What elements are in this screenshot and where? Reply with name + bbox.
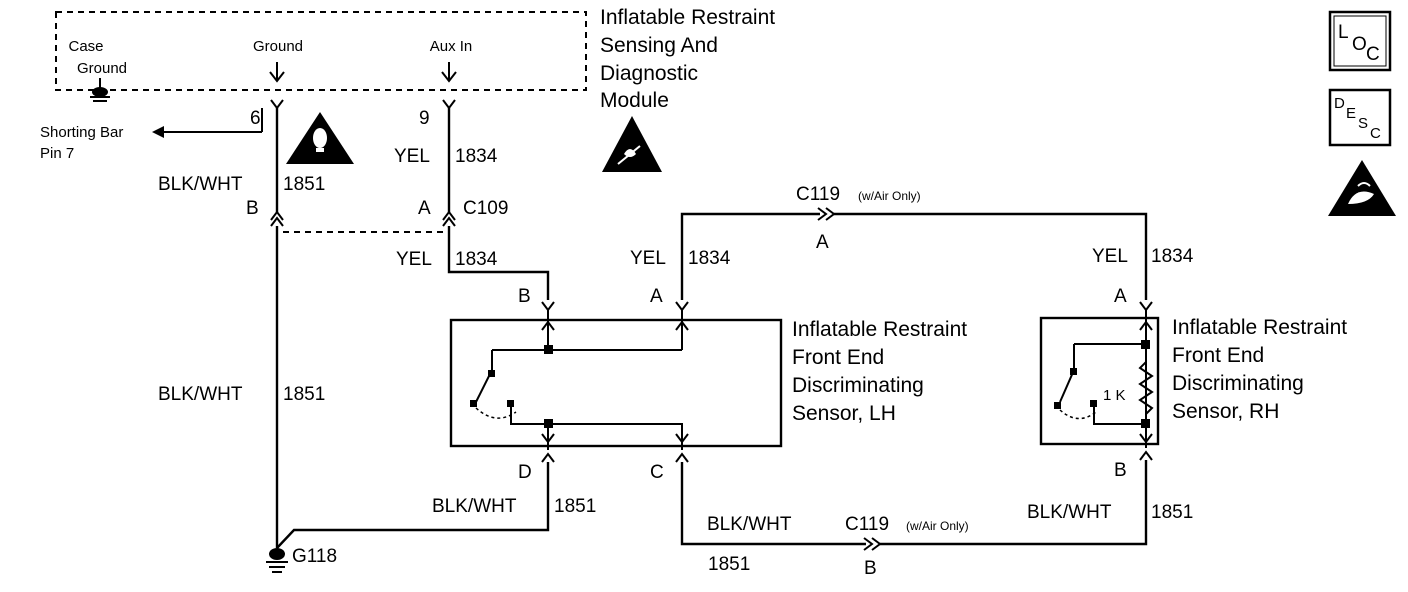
wire-yel-label-lh: YEL	[396, 249, 432, 270]
wire-blk-circuit-rh: 1851	[1151, 502, 1193, 523]
svg-text:L: L	[1338, 22, 1349, 43]
g118-label: G118	[292, 546, 337, 567]
svg-text:C: C	[1370, 125, 1381, 142]
wire-blk-label-main: BLK/WHT	[158, 384, 243, 405]
svg-text:Front End: Front End	[1172, 344, 1264, 367]
shorting-bar-label: Shorting Bar Pin 7	[40, 124, 123, 162]
sensor-rh-pin-a: A	[1114, 286, 1127, 307]
module-title: Inflatable Restraint Sensing And Diagnos…	[600, 6, 775, 112]
wire-blk-wht-lh-d	[276, 462, 550, 549]
pin-9-connector	[442, 99, 456, 110]
svg-text:Sensor, LH: Sensor, LH	[792, 402, 896, 425]
svg-text:Ground: Ground	[77, 60, 127, 77]
c119-connector-bottom	[863, 537, 882, 551]
c119-note-top: (w/Air Only)	[858, 189, 921, 203]
svg-text:Sensing And: Sensing And	[600, 34, 718, 57]
wire-blk-label-lh-d: BLK/WHT	[432, 496, 517, 517]
c119-note-bottom: (w/Air Only)	[906, 519, 969, 533]
wire-blk-wht-lh-c	[680, 462, 866, 546]
svg-text:Inflatable Restraint: Inflatable Restraint	[792, 318, 967, 341]
c109-name: C109	[463, 198, 508, 219]
pin-6-connector	[270, 99, 284, 110]
esd-hand-warning-icon	[1328, 160, 1396, 216]
svg-text:Inflatable Restraint: Inflatable Restraint	[1172, 316, 1347, 339]
loc-badge-icon: L O C	[1328, 10, 1392, 72]
wire-yel-circuit-rh: 1834	[1151, 246, 1194, 267]
wire-yel-circuit-lh-a: 1834	[688, 248, 731, 269]
wire-blk-wht-rh-b	[880, 460, 1148, 546]
svg-text:Pin 7: Pin 7	[40, 145, 74, 162]
sensor-lh-box	[449, 318, 783, 448]
module-aux-arrow	[441, 62, 457, 83]
svg-text:Sensor, RH: Sensor, RH	[1172, 400, 1279, 423]
wire-blk-circuit-upper: 1851	[283, 174, 325, 195]
module-ground-label: Ground	[253, 38, 303, 55]
sensor-lh-pin-c: C	[650, 462, 664, 483]
sensor-lh-pin-b: B	[518, 286, 531, 307]
wire-yel-circuit-lh: 1834	[455, 249, 498, 270]
sensor-rh-title: Inflatable Restraint Front End Discrimin…	[1172, 316, 1347, 423]
wire-yel-label-rh: YEL	[1092, 246, 1128, 267]
c119-connector-top	[817, 207, 836, 221]
sensor-rh-resistor-label: 1 K	[1103, 387, 1126, 404]
module-dashed-outline	[55, 11, 587, 91]
svg-text:E: E	[1346, 105, 1356, 122]
wire-yel-label-lh-a: YEL	[630, 248, 666, 269]
sensor-lh-pin-d: D	[518, 462, 532, 483]
wire-yel-label-upper: YEL	[394, 146, 430, 167]
sensor-rh-box	[1039, 316, 1160, 446]
svg-text:O: O	[1352, 34, 1367, 55]
c119-name-top: C119	[796, 184, 840, 205]
wire-yel-circuit-upper: 1834	[455, 146, 498, 167]
c119-pin-a: A	[816, 232, 829, 253]
wire-blk-circuit-main: 1851	[283, 384, 325, 405]
case-ground-symbol	[90, 78, 110, 102]
g118-ground-icon	[266, 548, 288, 573]
wire-blk-circuit-lh-d: 1851	[554, 496, 596, 517]
svg-text:Discriminating: Discriminating	[1172, 372, 1304, 395]
svg-text:Front End: Front End	[792, 346, 884, 369]
sensor-lh-internals	[470, 310, 689, 450]
svg-text:D: D	[1334, 95, 1345, 112]
module-aux-in-label: Aux In	[430, 38, 473, 55]
pin-aux-number: 9	[419, 108, 430, 129]
module-ground-arrow	[269, 62, 285, 83]
wire-yel-to-c119-a	[680, 212, 820, 300]
desc-badge-icon: D E S C	[1328, 88, 1392, 147]
c109-connector-symbols	[270, 210, 456, 227]
esd-warning-icon	[602, 116, 662, 172]
c119-name-bottom: C119	[845, 514, 889, 535]
sensor-rh-internals	[1054, 310, 1154, 448]
c109-pin-a: A	[418, 198, 431, 219]
warning-triangle-icon	[286, 112, 354, 164]
wire-yel-to-lh	[447, 226, 550, 300]
c119-pin-b: B	[864, 558, 877, 579]
svg-text:Case: Case	[68, 38, 103, 55]
wire-yel-to-rh	[834, 212, 1148, 300]
pin-ground-number: 6	[250, 108, 261, 129]
wire-blk-label-upper: BLK/WHT	[158, 174, 243, 195]
wire-blk-label-c: BLK/WHT	[707, 514, 792, 535]
sensor-rh-pin-b: B	[1114, 460, 1127, 481]
svg-text:S: S	[1358, 115, 1368, 132]
svg-text:Module: Module	[600, 89, 669, 112]
wire-blk-circuit-c: 1851	[708, 554, 750, 575]
svg-text:Discriminating: Discriminating	[792, 374, 924, 397]
svg-text:Shorting Bar: Shorting Bar	[40, 124, 123, 141]
shorting-bar-arrow	[152, 108, 263, 138]
case-ground-label: Case Ground	[68, 38, 127, 77]
sensor-lh-connectors	[541, 301, 689, 463]
svg-text:C: C	[1366, 44, 1380, 65]
sensor-lh-pin-a: A	[650, 286, 663, 307]
c109-pin-b: B	[246, 198, 259, 219]
wire-blk-label-rh: BLK/WHT	[1027, 502, 1112, 523]
svg-text:Diagnostic: Diagnostic	[600, 62, 698, 85]
svg-text:Inflatable Restraint: Inflatable Restraint	[600, 6, 775, 29]
sensor-lh-title: Inflatable Restraint Front End Discrimin…	[792, 318, 967, 425]
